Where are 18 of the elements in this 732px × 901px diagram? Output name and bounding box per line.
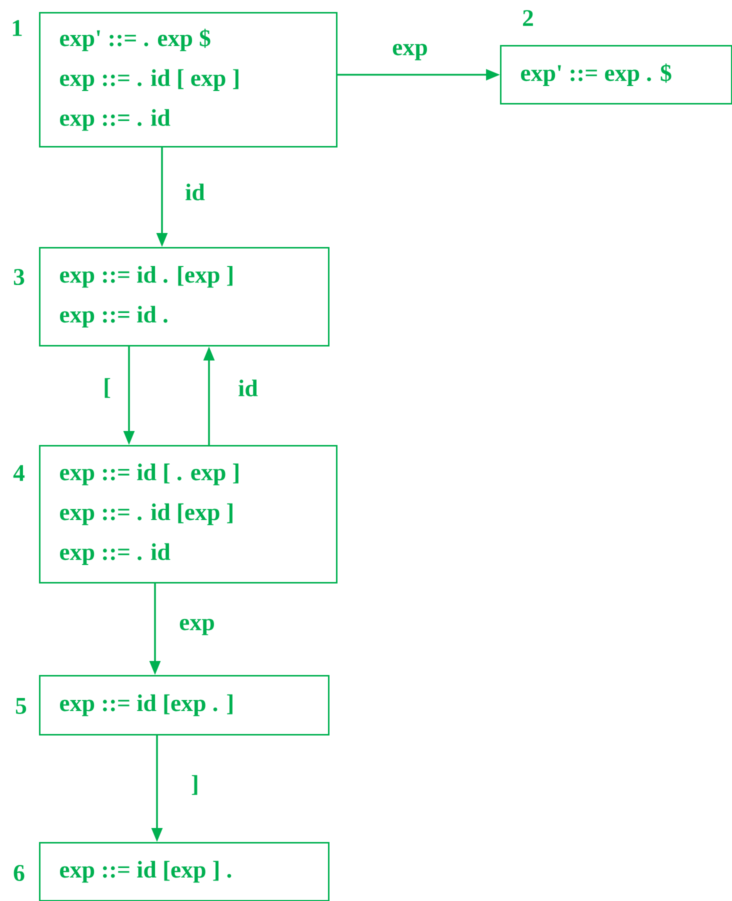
state-box: exp' ::= exp . $ <box>500 45 732 104</box>
edge-label: id <box>186 184 205 200</box>
state-number: 3 <box>14 268 24 286</box>
edge-label: exp <box>392 44 427 60</box>
edge-label: exp <box>180 618 214 636</box>
state-box: exp ::= id [ . exp ] exp ::= . id [exp ] exp ::= . id <box>39 445 338 584</box>
state-number: 2 <box>523 10 533 26</box>
state-box: exp ::= id [exp ] . <box>39 842 330 901</box>
state-number: 6 <box>14 864 24 882</box>
edge-label: [ <box>104 378 110 398</box>
state-number: 5 <box>16 698 26 714</box>
edge-label: id <box>238 380 258 396</box>
state-number: 1 <box>12 20 22 36</box>
state-box: exp ::= id [exp . ] <box>39 675 330 736</box>
state-box: exp' ::= . exp $ exp ::= . id [ exp ] exp ::= . id <box>39 12 338 148</box>
state-number: 4 <box>13 465 25 481</box>
state-box: exp ::= id . [exp ] exp ::= id . <box>39 247 330 346</box>
edge-label: ] <box>192 775 198 795</box>
